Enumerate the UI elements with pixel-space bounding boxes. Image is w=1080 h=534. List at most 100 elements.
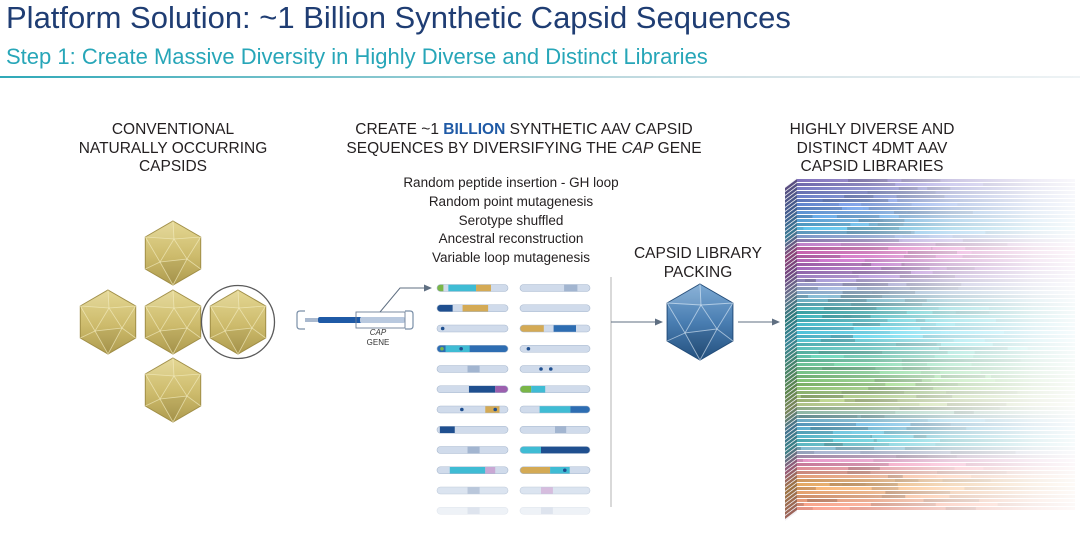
method-item: Variable loop mutagenesis xyxy=(431,250,591,266)
sequence-bar-outline xyxy=(436,466,509,475)
mutation-dot xyxy=(526,346,531,351)
sequence-segment xyxy=(520,325,544,332)
mutation-dot xyxy=(460,407,464,412)
library-side-stripe xyxy=(785,471,797,483)
sequence-bar xyxy=(519,466,591,475)
sequence-bar xyxy=(436,365,509,373)
library-side-stripe xyxy=(785,423,797,435)
sequence-bar-outline xyxy=(519,425,591,434)
packing-label-line: PACKING xyxy=(663,263,733,281)
sequence-bar-base xyxy=(520,507,590,515)
library-fade-overlay xyxy=(797,178,1075,512)
sequence-bar-base xyxy=(520,284,590,292)
library-side-stripe xyxy=(785,351,797,363)
capsid-icon xyxy=(144,289,202,355)
sequence-bar xyxy=(519,486,591,495)
library-side-stripe xyxy=(785,255,797,267)
library-side-stripe xyxy=(785,427,797,439)
sequence-bar xyxy=(436,304,509,313)
library-side-stripe xyxy=(785,359,797,371)
library-side-stripe xyxy=(785,259,797,271)
sequence-segment xyxy=(476,284,491,292)
library-side-stripe xyxy=(785,239,797,251)
library-side-stripe xyxy=(785,191,797,203)
library-side-stripe xyxy=(785,451,797,463)
library-side-stripe xyxy=(785,411,797,423)
sequence-bar xyxy=(519,324,591,333)
sequence-segment xyxy=(437,284,444,292)
page-title: Platform Solution: ~1 Billion Synthetic … xyxy=(6,0,791,35)
sequence-bar-base xyxy=(437,325,508,332)
library-side-stripe xyxy=(785,467,797,479)
conventional-header-line: NATURALLY OCCURRING xyxy=(78,139,268,157)
library-side-stripe xyxy=(785,335,797,347)
library-side-stripe xyxy=(785,219,797,231)
library-side-stripe xyxy=(785,379,797,391)
library-side-stripe xyxy=(785,355,797,367)
sequence-segment xyxy=(467,507,480,515)
library-side-stripe xyxy=(785,315,797,327)
library-side-stripe xyxy=(785,291,797,303)
library-side-stripe xyxy=(785,283,797,295)
library-side-stripe xyxy=(785,307,797,319)
create-header: CREATE ~1 BILLION SYNTHETIC AAV CAPSID S… xyxy=(334,121,714,158)
library-side-stripe xyxy=(785,275,797,287)
sequence-bar xyxy=(519,506,591,515)
cap-gene-label-line: CAP xyxy=(369,328,387,337)
library-side-stripe xyxy=(785,431,797,443)
sequence-bar-outline xyxy=(519,466,591,475)
library-side-stripe xyxy=(785,487,797,499)
sequence-bar xyxy=(436,405,509,414)
sequence-bar-outline xyxy=(436,324,509,333)
sequence-segment xyxy=(520,446,541,454)
library-side-stripe xyxy=(785,199,797,211)
library-capsid-icon xyxy=(666,283,734,361)
library-side-stripe xyxy=(785,299,797,311)
sequence-bar-outline xyxy=(436,365,509,373)
library-side-stripe xyxy=(785,327,797,339)
synthetic-sequence-list xyxy=(436,284,591,515)
sequence-bar xyxy=(436,385,509,394)
natural-capsid-cluster xyxy=(79,220,276,423)
method-item: Random point mutagenesis xyxy=(428,193,594,209)
library-side-stripe xyxy=(785,455,797,467)
library-side-stripe xyxy=(785,419,797,431)
cap-gene-segment xyxy=(360,317,405,323)
library-side-stripe xyxy=(785,383,797,395)
library-side-stripe xyxy=(785,223,797,235)
packing-label-line: CAPSID LIBRARY xyxy=(633,245,763,262)
library-side-stripe xyxy=(785,435,797,447)
sequence-segment xyxy=(564,284,578,292)
library-side-stripe xyxy=(785,403,797,415)
mutation-dot xyxy=(563,468,567,473)
library-side-stripe xyxy=(785,179,797,191)
library-side-stripe xyxy=(785,459,797,471)
sequence-bar-base xyxy=(520,487,590,494)
sequence-segment xyxy=(445,345,470,353)
library-header: HIGHLY DIVERSE AND DISTINCT 4DMT AAV CAP… xyxy=(762,121,982,177)
library-side-stripe xyxy=(785,211,797,223)
library-side-stripe xyxy=(785,363,797,375)
sequence-segment xyxy=(541,487,553,494)
create-header-gene-name: CAP xyxy=(621,139,654,157)
create-header-text: GENE xyxy=(653,139,702,157)
sequence-segment xyxy=(541,446,590,454)
sequence-segment xyxy=(550,466,570,474)
sequence-bar-base xyxy=(520,365,590,373)
sequence-segment xyxy=(555,426,567,434)
library-side-stripe xyxy=(785,319,797,331)
mutation-dot xyxy=(549,367,553,371)
sequence-segment xyxy=(570,406,590,413)
method-item: Random peptide insertion - GH loop xyxy=(403,175,619,190)
library-side-stripe xyxy=(785,235,797,247)
sequence-segment xyxy=(541,507,553,515)
method-item: Serotype shuffled xyxy=(458,212,564,228)
cap-gene-label: CAP GENE xyxy=(353,328,403,347)
mutation-dot xyxy=(440,326,445,331)
sequence-segment xyxy=(468,385,496,393)
library-side-stripe xyxy=(785,183,797,195)
sequence-segment xyxy=(439,426,455,434)
packing-label: CAPSID LIBRARY PACKING xyxy=(618,245,778,282)
